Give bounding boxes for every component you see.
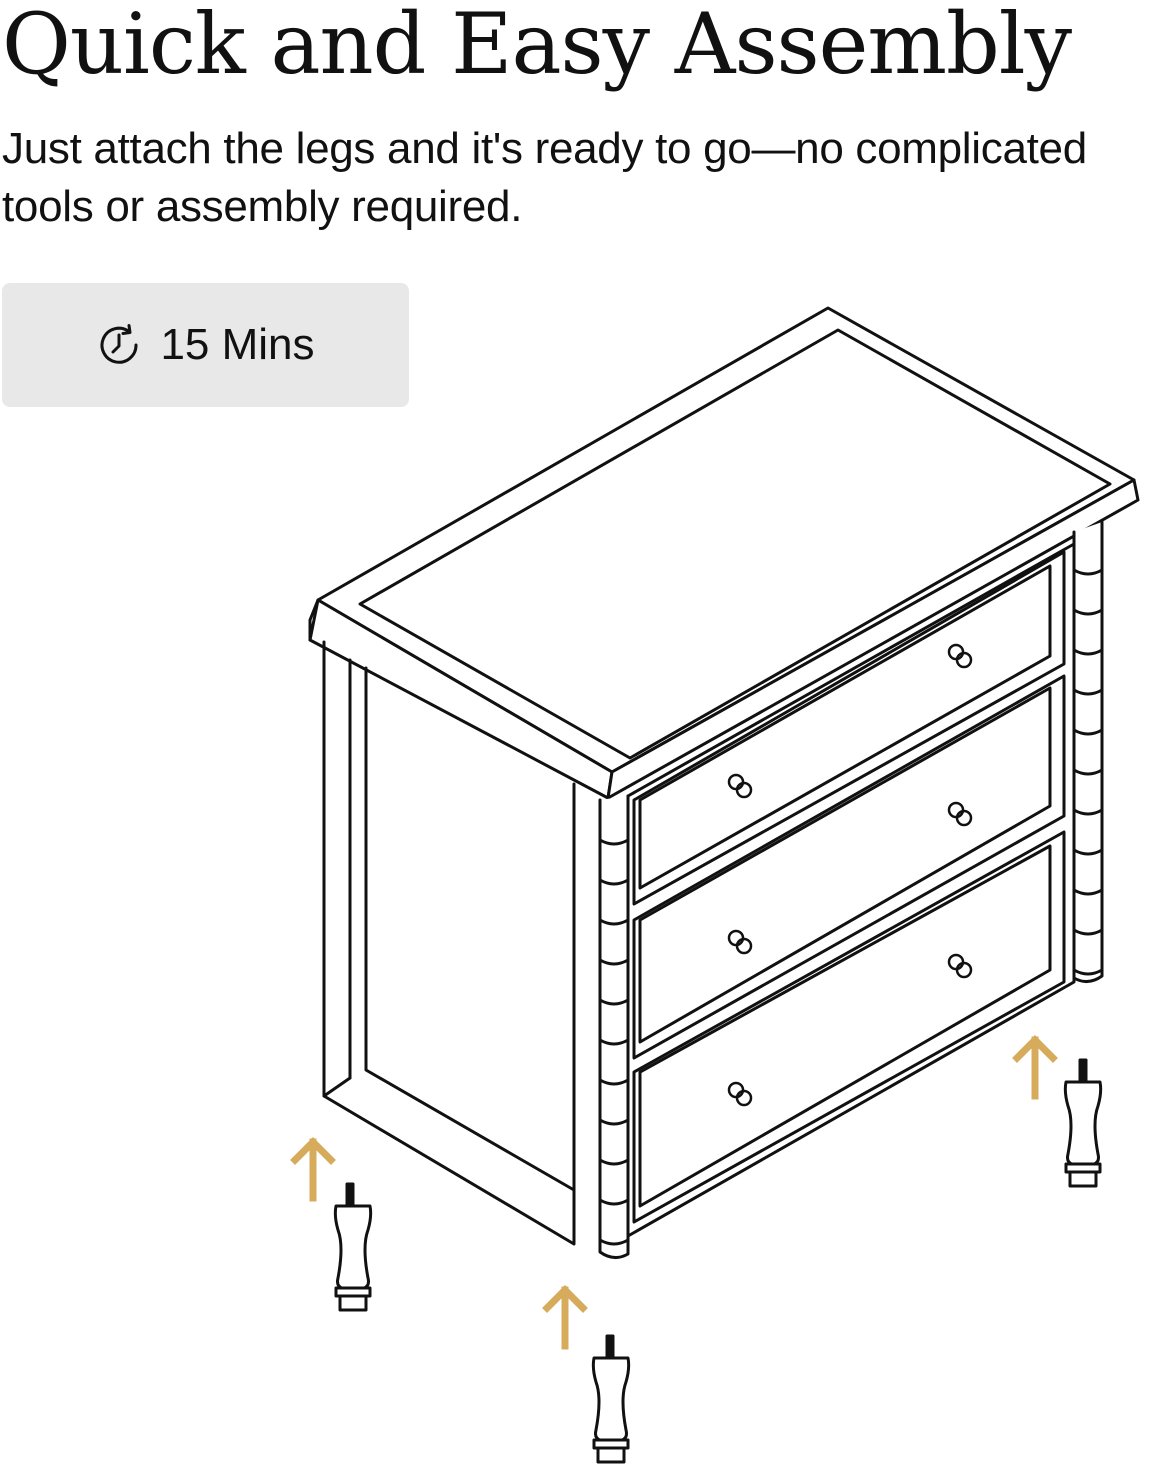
dresser-leg-left [333, 1182, 373, 1312]
arrow-up-icon [290, 1137, 336, 1202]
front-left-post [598, 794, 630, 1259]
drawer-1 [632, 550, 1066, 906]
assembly-time-badge: 15 Mins [2, 283, 409, 407]
drawer-knobs [727, 643, 973, 1107]
dresser-leg-center [591, 1334, 631, 1464]
page-title: Quick and Easy Assembly [2, 0, 1072, 93]
clock-refresh-icon [100, 324, 138, 364]
arrow-up-icon [542, 1285, 588, 1350]
front-right-post [1072, 520, 1104, 983]
arrow-up-icon [1012, 1035, 1058, 1100]
assembly-description: Just attach the legs and it's ready to g… [2, 124, 1087, 231]
assembly-time-label: 15 Mins [160, 320, 315, 369]
drawer-2 [632, 674, 1066, 1060]
drawer-3 [632, 830, 1066, 1224]
dresser-top [308, 306, 1140, 800]
dresser-side-panel [322, 640, 576, 1246]
dresser-leg-right [1063, 1058, 1103, 1188]
dresser-front-frame [626, 542, 1076, 1238]
